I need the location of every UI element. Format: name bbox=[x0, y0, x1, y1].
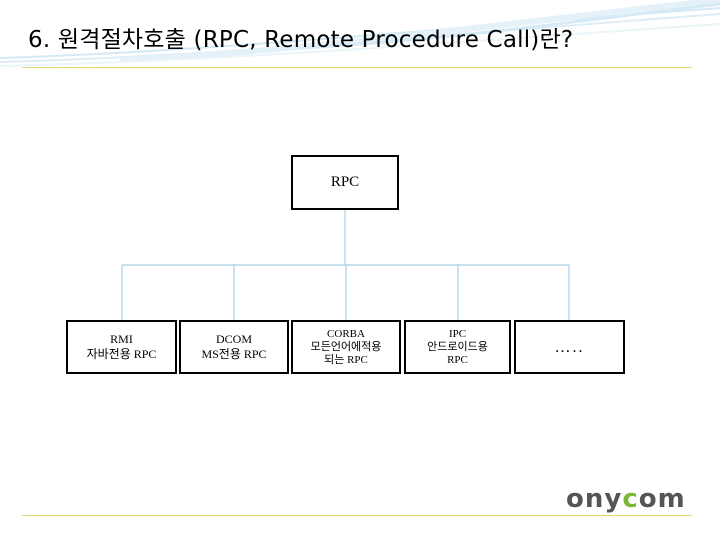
corba-node-desc-2: 되는 RPC bbox=[324, 353, 368, 366]
logo-text-c: om bbox=[638, 484, 686, 514]
more-node-ellipsis: ….. bbox=[554, 338, 585, 356]
corba-node-name: CORBA bbox=[327, 327, 365, 340]
rmi-node: RMI 자바전용 RPC bbox=[66, 320, 177, 374]
ipc-node: IPC 안드로이드용 RPC bbox=[404, 320, 511, 374]
onycom-logo: onycom bbox=[566, 484, 686, 514]
dcom-node: DCOM MS전용 RPC bbox=[179, 320, 289, 374]
ipc-node-desc-2: RPC bbox=[447, 353, 468, 366]
corba-node: CORBA 모든언어에적용 되는 RPC bbox=[291, 320, 401, 374]
rpc-root-label: RPC bbox=[330, 174, 360, 190]
more-node: ….. bbox=[514, 320, 625, 374]
logo-text-a: ony bbox=[566, 484, 623, 514]
corba-node-desc-1: 모든언어에적용 bbox=[310, 340, 382, 353]
ipc-node-name: IPC bbox=[448, 327, 467, 340]
rmi-node-desc: 자바전용 RPC bbox=[86, 347, 157, 361]
footer-divider bbox=[22, 515, 692, 516]
title-divider bbox=[22, 67, 692, 68]
dcom-node-desc: MS전용 RPC bbox=[201, 347, 267, 361]
rmi-node-name: RMI bbox=[110, 332, 133, 346]
rpc-root-node: RPC bbox=[291, 155, 399, 210]
logo-text-b: c bbox=[622, 484, 639, 514]
slide-title: 6. 원격절차호출 (RPC, Remote Procedure Call)란? bbox=[28, 27, 574, 53]
ipc-node-desc-1: 안드로이드용 bbox=[427, 340, 488, 353]
header-decoration bbox=[0, 0, 720, 67]
dcom-node-name: DCOM bbox=[215, 332, 252, 346]
